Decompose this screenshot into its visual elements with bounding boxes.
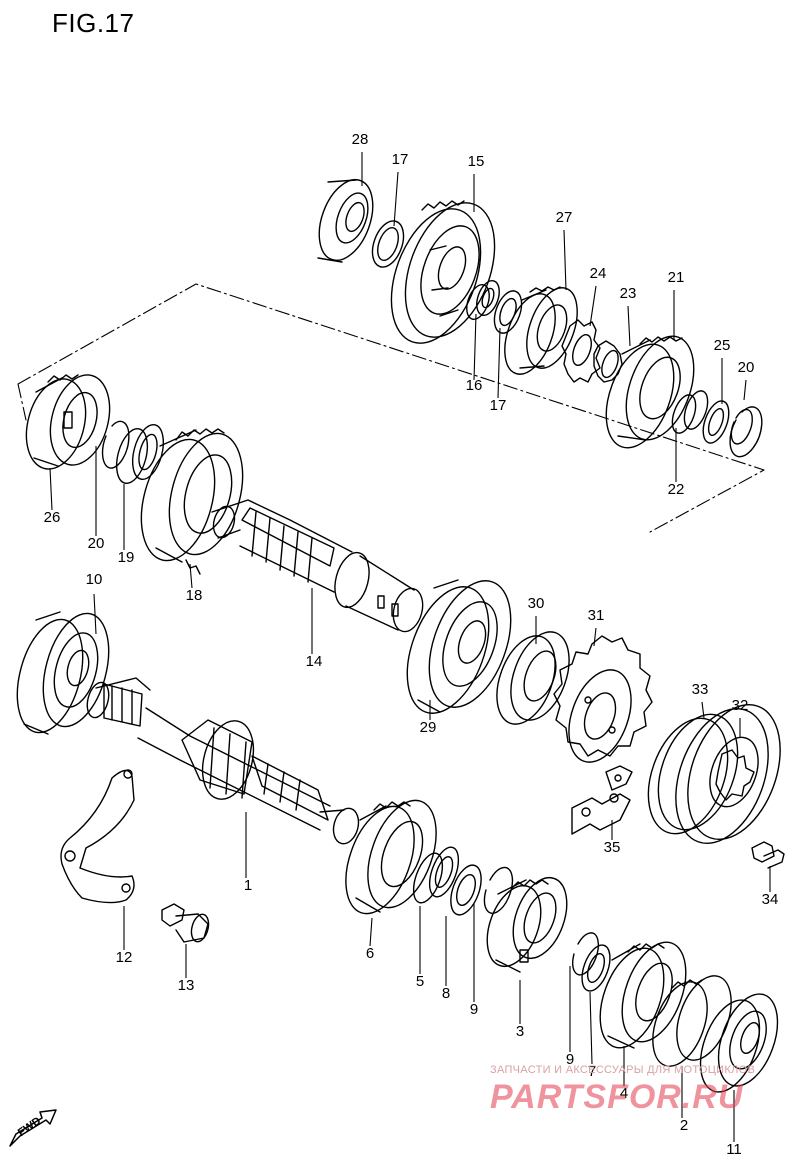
leader-line-c27 bbox=[563, 229, 567, 291]
mainshaft-1 bbox=[86, 677, 360, 845]
leader-line-c17a bbox=[393, 171, 399, 227]
gear-26 bbox=[25, 374, 111, 470]
leader-line-c20a bbox=[743, 379, 747, 401]
chain-35 bbox=[571, 765, 633, 835]
oil-seal-30 bbox=[496, 631, 570, 725]
callout-label-6: 6 bbox=[366, 945, 374, 962]
leader-line-c17b bbox=[497, 327, 501, 399]
callout-label-1: 1 bbox=[244, 877, 252, 894]
retainer-12 bbox=[60, 769, 135, 904]
callout-label-15: 15 bbox=[468, 153, 485, 170]
callout-label-17: 17 bbox=[490, 397, 507, 414]
bearing-29 bbox=[406, 579, 512, 714]
leader-line-c18 bbox=[189, 563, 193, 589]
callout-label-7: 7 bbox=[588, 1063, 596, 1080]
circlip-20a bbox=[729, 406, 763, 458]
gear-3 bbox=[486, 876, 568, 973]
leader-line-c10 bbox=[93, 593, 97, 635]
callout-label-5: 5 bbox=[416, 973, 424, 990]
gear-6 bbox=[345, 799, 437, 915]
callout-label-10: 10 bbox=[86, 571, 103, 588]
bushing-19 bbox=[115, 424, 165, 484]
callout-label-26: 26 bbox=[44, 509, 61, 526]
figure-title: FIG.17 bbox=[52, 8, 135, 38]
callout-label-28: 28 bbox=[352, 131, 369, 148]
callout-label-4: 4 bbox=[620, 1085, 628, 1102]
drum-33 bbox=[647, 713, 739, 835]
circlip-9a bbox=[483, 866, 514, 914]
callout-label-31: 31 bbox=[588, 607, 605, 624]
bearing-11 bbox=[699, 993, 779, 1093]
drum-32 bbox=[675, 703, 781, 845]
washer-7 bbox=[581, 944, 611, 992]
leader-line-c26 bbox=[49, 467, 53, 511]
leader-line-c6 bbox=[369, 917, 373, 947]
bushing-22 bbox=[671, 390, 709, 434]
lockwasher-23 bbox=[593, 340, 623, 383]
callout-label-3: 3 bbox=[516, 1023, 524, 1040]
callout-label-21: 21 bbox=[668, 269, 685, 286]
leader-line-c33 bbox=[701, 701, 705, 719]
watermark-logo: PARTSFOR.RU bbox=[490, 1078, 744, 1116]
callout-label-25: 25 bbox=[714, 337, 731, 354]
callout-label-13: 13 bbox=[178, 977, 195, 994]
watermark-caption: ЗАПЧАСТИ И АКСЕССУАРЫ ДЛЯ МОТОЦИКЛОВ bbox=[490, 1064, 756, 1076]
washer-25 bbox=[702, 400, 730, 444]
circlip-9b bbox=[572, 932, 599, 976]
assembly-frame-edge bbox=[17, 383, 27, 421]
sprocket-31 bbox=[553, 635, 653, 763]
callout-label-20: 20 bbox=[88, 535, 105, 552]
gear-21 bbox=[605, 335, 695, 449]
gear-2 bbox=[652, 975, 732, 1067]
leader-line-c31 bbox=[593, 627, 597, 647]
washer-8 bbox=[450, 864, 482, 916]
fwd-arrow-icon bbox=[9, 1109, 57, 1147]
callout-label-2: 2 bbox=[680, 1117, 688, 1134]
callout-label-9: 9 bbox=[566, 1051, 574, 1068]
callout-label-16: 16 bbox=[466, 377, 483, 394]
callout-label-27: 27 bbox=[556, 209, 573, 226]
bearing-10 bbox=[16, 611, 110, 735]
leader-line-c7 bbox=[589, 991, 593, 1065]
assembly-frame bbox=[17, 283, 765, 533]
gear-4 bbox=[599, 941, 687, 1049]
bolt-34 bbox=[751, 841, 785, 869]
callout-label-33: 33 bbox=[692, 681, 709, 698]
callout-label-32: 32 bbox=[732, 697, 749, 714]
leader-line-c16 bbox=[473, 313, 477, 381]
callout-label-35: 35 bbox=[604, 839, 621, 856]
callout-label-24: 24 bbox=[590, 265, 607, 282]
circlip-20b bbox=[101, 420, 130, 469]
bushing-16 bbox=[466, 280, 500, 320]
callout-label-11: 11 bbox=[726, 1141, 742, 1158]
callout-label-19: 19 bbox=[118, 549, 135, 566]
bearing-28 bbox=[317, 178, 374, 263]
leader-line-c23 bbox=[627, 305, 631, 347]
callout-label-8: 8 bbox=[442, 985, 450, 1002]
callout-label-23: 23 bbox=[620, 285, 637, 302]
washer-24 bbox=[561, 319, 601, 383]
callout-label-34: 34 bbox=[762, 891, 779, 908]
callout-label-12: 12 bbox=[116, 949, 133, 966]
washer-17a bbox=[371, 220, 405, 268]
callout-label-18: 18 bbox=[186, 587, 203, 604]
callout-label-29: 29 bbox=[420, 719, 437, 736]
callout-label-14: 14 bbox=[306, 653, 323, 670]
bushing-5 bbox=[412, 846, 460, 904]
callout-label-9: 9 bbox=[470, 1001, 478, 1018]
bolt-13 bbox=[161, 903, 210, 943]
leader-line-c24 bbox=[589, 285, 597, 327]
callout-label-30: 30 bbox=[528, 595, 545, 612]
callout-label-17: 17 bbox=[392, 151, 409, 168]
countershaft-14 bbox=[211, 499, 424, 633]
callout-label-22: 22 bbox=[668, 481, 685, 498]
callout-label-20: 20 bbox=[738, 359, 755, 376]
